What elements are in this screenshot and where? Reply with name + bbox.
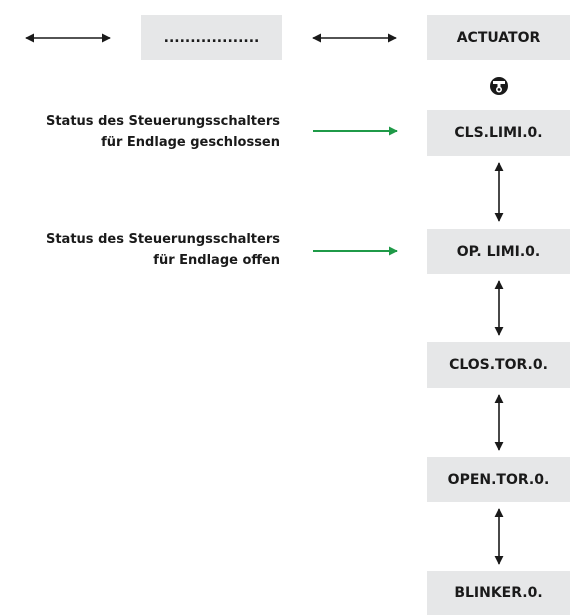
menu-box-op-limi: OP. LIMI.0.	[427, 229, 570, 274]
placeholder-box: ..................	[141, 15, 282, 60]
description-line: Status des Steuerungsschalters	[45, 114, 280, 129]
menu-box-label: CLS.LIMI.0.	[454, 125, 543, 141]
menu-box-label: OPEN.TOR.0.	[447, 471, 550, 488]
placeholder-text: ..................	[163, 29, 260, 46]
menu-box-label: CLOS.TOR.0.	[449, 357, 548, 373]
rotary-knob-icon	[490, 77, 508, 95]
description-open-end: Status des Steuerungsschalters für Endla…	[46, 229, 280, 271]
menu-box-cls-limi: CLS.LIMI.0.	[427, 110, 570, 156]
menu-box-clos-tor: CLOS.TOR.0.	[427, 342, 570, 388]
description-line: für Endlage geschlossen	[101, 135, 280, 150]
menu-box-actuator: ACTUATOR	[427, 15, 570, 60]
menu-box-label: OP. LIMI.0.	[456, 243, 541, 260]
menu-box-open-tor: OPEN.TOR.0.	[427, 457, 570, 502]
description-closed-end: Status des Steuerungsschalters für Endla…	[46, 111, 280, 153]
menu-box-label: BLINKER.0.	[454, 585, 543, 601]
description-line: Status des Steuerungsschalters	[45, 232, 280, 247]
description-line: für Endlage offen	[153, 253, 280, 268]
menu-box-label: ACTUATOR	[456, 29, 541, 46]
menu-box-blinker: BLINKER.0.	[427, 571, 570, 615]
